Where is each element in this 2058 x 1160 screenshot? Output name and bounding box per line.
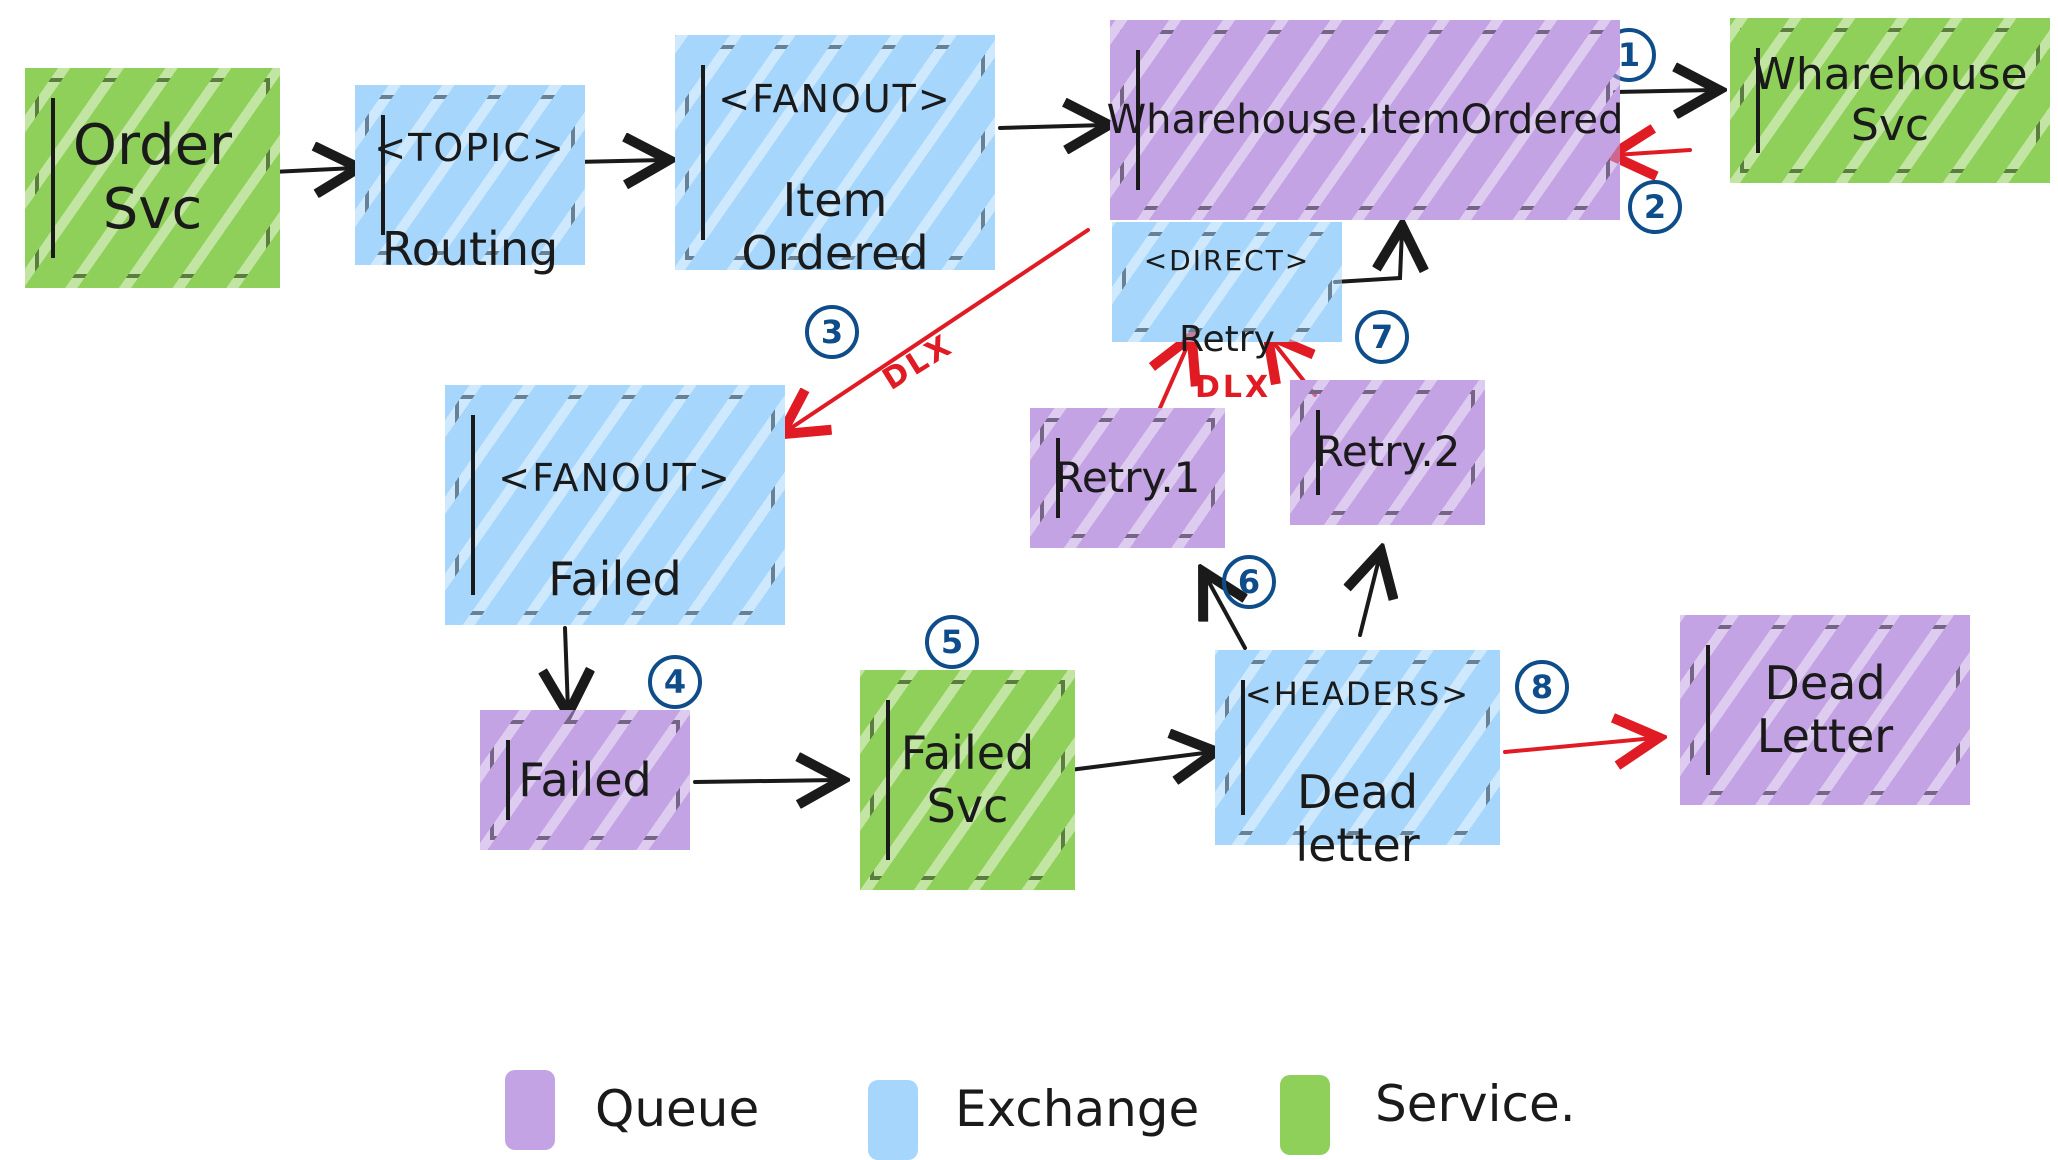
arrow-whqueue-dlx-to-failedex — [785, 228, 1090, 432]
hatch-fill — [355, 85, 585, 265]
arrow-retry1-dlx-to-retry — [1160, 340, 1190, 410]
node-label: Dead letter — [1295, 764, 1420, 872]
node-kind: <TOPIC> — [374, 125, 566, 170]
node-label: Retry.1 — [1054, 452, 1201, 502]
legend-label-queue: Queue — [595, 1080, 760, 1138]
node-deadletter-queue: Dead Letter — [1680, 615, 1970, 805]
arrow-deadletterex-to-retry1 — [1205, 575, 1245, 650]
node-failed-svc: Failed Svc — [860, 670, 1075, 890]
node-label: Dead Letter — [1756, 656, 1894, 763]
arrow-deadletterex-to-deadletterq — [1503, 738, 1655, 752]
legend-label-service: Service. — [1375, 1075, 1576, 1133]
node-label: Order Svc — [72, 112, 233, 242]
arrow-whqueue-to-whsvc — [1613, 90, 1715, 92]
arrow-routing-to-itemordered — [573, 160, 665, 162]
step-badge-3: 3 — [805, 305, 859, 359]
node-retry-exchange: <DIRECT> Retry — [1112, 222, 1342, 360]
node-label: Routing — [381, 222, 559, 277]
arrow-whsvc-to-whqueue-nack — [1615, 150, 1692, 155]
node-routing-exchange: <TOPIC> Routing — [355, 85, 585, 276]
arrow-failedsvc-to-deadletterex — [1068, 752, 1212, 770]
hatch-fill — [675, 35, 995, 270]
node-label: Item Ordered — [741, 173, 929, 281]
step-badge-8: 8 — [1515, 660, 1569, 714]
legend-swatch-exchange — [868, 1080, 918, 1160]
hatch-fill — [1290, 380, 1485, 525]
node-kind: <DIRECT> — [1143, 244, 1311, 278]
node-retry2-queue: Retry.2 — [1290, 380, 1485, 525]
hatch-fill — [445, 385, 785, 625]
node-label: Failed — [548, 552, 682, 607]
edge-label-dlx-retry: DLX — [1195, 370, 1272, 405]
step-badge-7: 7 — [1355, 310, 1409, 364]
node-kind: <HEADERS> — [1244, 675, 1471, 714]
node-label: Failed Svc — [900, 726, 1035, 833]
arrow-deadletterex-to-retry2 — [1360, 555, 1380, 637]
hatch-fill — [25, 68, 280, 288]
node-deadletter-exchange: <HEADERS> Dead letter — [1215, 650, 1500, 871]
node-kind: <FANOUT> — [498, 455, 732, 500]
node-wharehouse-svc: Wharehouse Svc — [1730, 18, 2050, 183]
hatch-fill — [1680, 615, 1970, 805]
hatch-fill — [1730, 18, 2050, 183]
node-itemordered-exchange: <FANOUT> Item Ordered — [675, 35, 995, 280]
legend-label-exchange: Exchange — [955, 1080, 1200, 1138]
step-badge-4: 4 — [648, 655, 702, 709]
hatch-fill — [860, 670, 1075, 890]
node-wharehouse-queue: Wharehouse.ItemOrdered — [1107, 20, 1623, 220]
node-kind: <FANOUT> — [718, 76, 952, 121]
legend-swatch-service — [1280, 1075, 1330, 1155]
arrow-retry-to-whqueue — [1333, 230, 1402, 284]
node-label: Failed — [518, 752, 652, 807]
node-label: Retry.2 — [1314, 427, 1461, 477]
arrow-failedq-to-failedsvc — [693, 780, 838, 782]
hatch-fill — [1215, 650, 1500, 845]
node-label: Retry — [1179, 318, 1275, 360]
step-badge-6: 6 — [1222, 555, 1276, 609]
step-badge-5: 5 — [925, 615, 979, 669]
hatch-fill — [1110, 20, 1620, 220]
arrow-failedex-to-failedq — [565, 626, 568, 710]
legend-swatch-queue — [505, 1070, 555, 1150]
hatch-fill — [1030, 408, 1225, 548]
step-badge-2: 2 — [1628, 180, 1682, 234]
hatch-fill — [480, 710, 690, 850]
node-retry1-queue: Retry.1 — [1030, 408, 1225, 548]
hatch-fill — [1112, 222, 1342, 342]
node-failed-exchange: <FANOUT> Failed — [445, 385, 785, 625]
node-failed-queue: Failed — [480, 710, 690, 850]
arrow-itemordered-to-whqueue — [998, 125, 1105, 128]
node-label: Wharehouse.ItemOrdered — [1106, 97, 1624, 143]
node-order-svc: Order Svc — [25, 68, 280, 288]
node-label: Wharehouse Svc — [1752, 48, 2028, 151]
arrow-order-to-routing — [270, 168, 355, 172]
